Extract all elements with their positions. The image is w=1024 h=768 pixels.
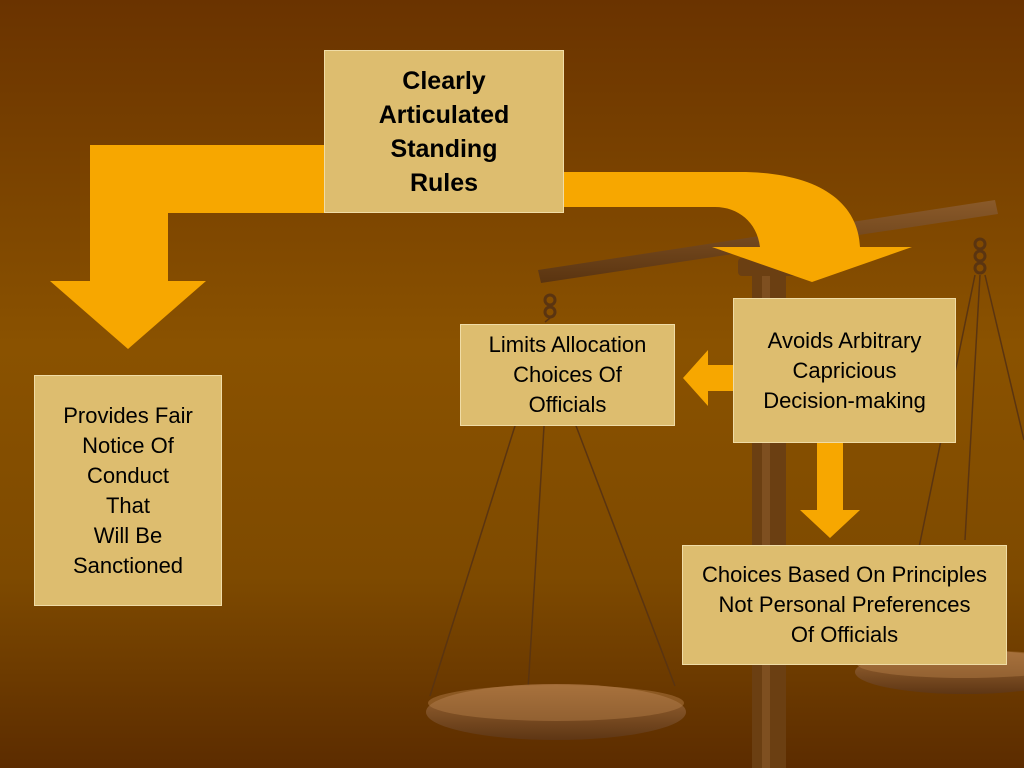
node-line: Capricious — [792, 357, 897, 383]
node-clearly-articulated-rules: Clearly Articulated Standing Rules — [324, 50, 564, 213]
node-line: Of Officials — [790, 622, 899, 647]
arrow-avoids-to-principles — [800, 442, 860, 538]
node-line: Will Be — [93, 522, 163, 548]
node-choices-based-on-principles: Choices Based On Principles Not Personal… — [682, 545, 1007, 665]
node-line: Avoids Arbitrary — [767, 327, 922, 353]
node-limits-allocation: Limits Allocation Choices Of Officials — [460, 324, 675, 426]
node-line: Provides Fair — [63, 402, 193, 428]
node-provides-fair-notice: Provides Fair Notice Of Conduct That Wil… — [34, 375, 222, 606]
node-line: Limits Allocation — [488, 332, 647, 357]
node-avoids-arbitrary: Avoids Arbitrary Capricious Decision-mak… — [733, 298, 956, 443]
node-line: Articulated — [378, 100, 510, 129]
arrow-avoids-to-limits — [683, 350, 735, 406]
node-line: Choices Of — [513, 362, 622, 387]
node-line: Choices Based On Principles — [702, 562, 987, 587]
node-line: Rules — [409, 168, 479, 197]
node-line: Officials — [528, 392, 607, 417]
node-line: Clearly — [402, 66, 486, 95]
node-line: Sanctioned — [72, 552, 184, 578]
arrow-rules-to-notice — [50, 145, 330, 349]
node-line: Notice Of — [82, 432, 174, 458]
node-line: Conduct — [87, 462, 169, 488]
node-line: That — [105, 492, 151, 518]
node-line: Decision-making — [763, 387, 926, 413]
node-line: Not Personal Preferences — [718, 592, 971, 617]
node-line: Standing — [390, 134, 498, 163]
arrow-rules-to-avoids — [558, 172, 912, 282]
